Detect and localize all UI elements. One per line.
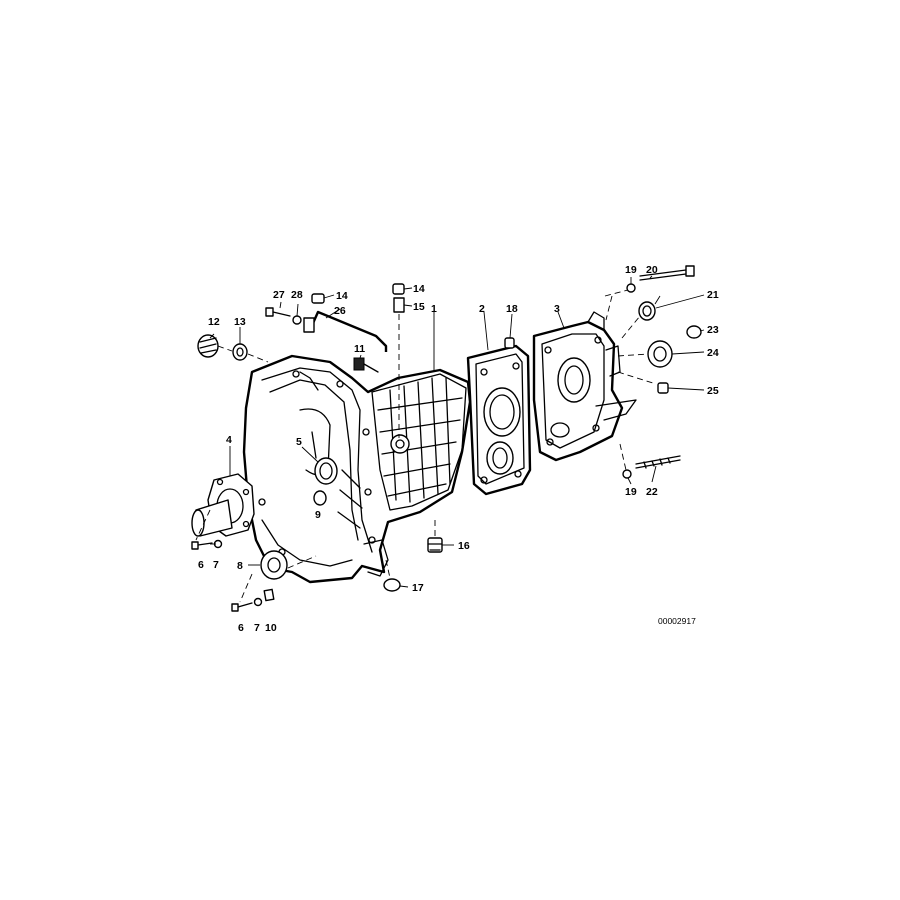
callout-15: 15 <box>413 301 425 313</box>
callout-25: 25 <box>707 385 719 397</box>
callout-10: 10 <box>265 622 277 634</box>
shaft-seal-part-24 <box>647 340 673 368</box>
callout-7a: 7 <box>213 559 219 571</box>
front-cover-part <box>191 473 255 537</box>
leader-lines <box>195 275 705 603</box>
callout-7b: 7 <box>254 622 260 634</box>
rear-housing-part <box>532 311 637 462</box>
callout-19b: 19 <box>625 486 637 498</box>
callout-12: 12 <box>208 316 220 328</box>
washer-part-7b <box>253 597 263 607</box>
washer-part-13 <box>232 343 248 361</box>
callout-20: 20 <box>646 264 658 276</box>
callout-21: 21 <box>707 289 719 301</box>
callout-27: 27 <box>273 289 285 301</box>
bell-housing-part <box>242 354 472 584</box>
cap-part-14a <box>311 293 325 304</box>
seal-ring-part-8 <box>260 550 288 580</box>
callout-6a: 6 <box>198 559 204 571</box>
bush-part-21 <box>638 301 656 321</box>
reference-code: 00002917 <box>658 616 696 626</box>
callout-14a: 14 <box>336 290 348 302</box>
bolt-part-27 <box>265 307 291 317</box>
plug-part-12 <box>197 334 219 358</box>
callout-3: 3 <box>554 303 560 315</box>
callout-labels: 1 2 3 4 5 6 7 8 9 6 7 10 11 12 13 14 14 … <box>198 264 719 634</box>
callout-18: 18 <box>506 303 518 315</box>
callout-14b: 14 <box>413 283 425 295</box>
oil-pipe-part-26 <box>303 310 388 352</box>
callout-26: 26 <box>334 305 346 317</box>
callout-6b: 6 <box>238 622 244 634</box>
cap-part-23 <box>686 325 702 339</box>
intermediate-plate-part <box>466 337 532 496</box>
bolt-part-20 <box>639 265 695 281</box>
bolt-part-6b <box>231 602 253 612</box>
washer-part-19a <box>626 283 636 293</box>
plug-part-25 <box>657 382 669 394</box>
sleeve-part-15 <box>393 297 405 313</box>
callout-23: 23 <box>707 324 719 336</box>
callout-22: 22 <box>646 486 658 498</box>
bolt-part-6a <box>191 541 213 550</box>
cap-part-14b <box>392 283 405 295</box>
callout-8: 8 <box>237 560 243 572</box>
switch-part-11 <box>353 357 379 373</box>
washer-part-28 <box>292 315 302 325</box>
callout-17: 17 <box>412 582 424 594</box>
callout-13: 13 <box>234 316 246 328</box>
callout-16: 16 <box>458 540 470 552</box>
lock-plate-part-10 <box>263 588 275 602</box>
callout-5: 5 <box>296 436 302 448</box>
callout-9: 9 <box>315 509 321 521</box>
callout-4: 4 <box>226 434 232 446</box>
drain-plug-part-16 <box>427 537 443 553</box>
washer-part-19b <box>622 469 632 479</box>
callout-24: 24 <box>707 347 719 359</box>
callout-11: 11 <box>354 343 365 355</box>
callout-19a: 19 <box>625 264 637 276</box>
plug-part-17 <box>383 578 401 592</box>
stud-part-22 <box>635 455 681 469</box>
callout-1: 1 <box>431 303 437 315</box>
callout-2: 2 <box>479 303 485 315</box>
callout-28: 28 <box>291 289 303 301</box>
